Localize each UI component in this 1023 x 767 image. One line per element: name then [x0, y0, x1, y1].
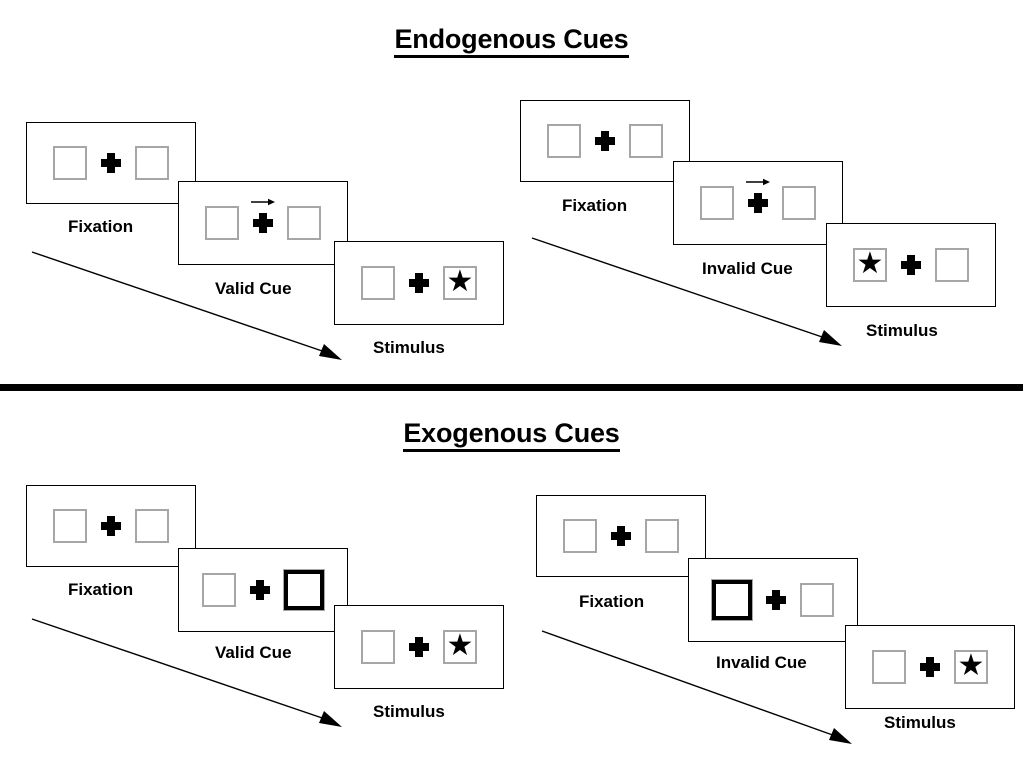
right-arrow-icon	[746, 178, 770, 186]
right-placeholder-box-target: ★	[954, 650, 988, 684]
panel-exogenous-valid-stimulus: ★	[334, 605, 504, 689]
section-title-exogenous-text: Exogenous Cues	[403, 418, 620, 452]
step-label-endogenous-invalid-stimulus: Stimulus	[866, 321, 938, 340]
plus-icon	[920, 657, 940, 677]
stimulus-display	[53, 146, 169, 180]
right-placeholder-box-target: ★	[443, 266, 477, 300]
stimulus-display	[202, 569, 325, 611]
right-arrow-icon	[251, 198, 275, 206]
left-placeholder-box	[700, 186, 734, 220]
plus-icon	[595, 131, 615, 151]
timeline-arrow-icon-exogenous-invalid	[541, 630, 852, 744]
stimulus-display	[53, 509, 169, 543]
plus-icon	[611, 526, 631, 546]
panel-endogenous-valid-fixation	[26, 122, 196, 204]
left-placeholder-box	[202, 573, 236, 607]
panel-endogenous-invalid-cue	[673, 161, 843, 245]
left-placeholder-box	[361, 266, 395, 300]
step-label-endogenous-valid-fixation: Fixation	[68, 217, 134, 236]
panel-endogenous-invalid-stimulus: ★	[826, 223, 996, 307]
stimulus-display: ★	[361, 266, 477, 300]
plus-icon	[409, 273, 429, 293]
left-placeholder-box-target: ★	[853, 248, 887, 282]
right-placeholder-box	[800, 583, 834, 617]
right-placeholder-box	[629, 124, 663, 158]
stimulus-display: ★	[361, 630, 477, 664]
left-placeholder-box	[361, 630, 395, 664]
stimulus-display	[547, 124, 663, 158]
stimulus-display	[205, 198, 321, 240]
right-placeholder-box	[645, 519, 679, 553]
step-label-exogenous-valid-fixation: Fixation	[68, 580, 134, 599]
left-placeholder-box	[872, 650, 906, 684]
star-icon: ★	[446, 265, 474, 298]
right-placeholder-box	[135, 146, 169, 180]
plus-icon	[409, 637, 429, 657]
left-placeholder-box	[547, 124, 581, 158]
left-placeholder-box-cued	[711, 579, 753, 621]
left-placeholder-box	[563, 519, 597, 553]
panel-exogenous-valid-fixation	[26, 485, 196, 567]
right-placeholder-box-target: ★	[443, 630, 477, 664]
section-divider	[0, 384, 1023, 391]
right-placeholder-box	[135, 509, 169, 543]
step-label-exogenous-invalid-stimulus: Stimulus	[884, 713, 956, 732]
section-title-exogenous: Exogenous Cues	[0, 418, 1023, 452]
stimulus-display	[563, 519, 679, 553]
plus-icon	[766, 590, 786, 610]
section-title-endogenous: Endogenous Cues	[0, 24, 1023, 58]
star-icon: ★	[856, 247, 884, 280]
star-icon: ★	[446, 629, 474, 662]
panel-exogenous-invalid-fixation	[536, 495, 706, 577]
plus-icon	[250, 580, 270, 600]
section-title-endogenous-text: Endogenous Cues	[394, 24, 629, 58]
step-label-endogenous-valid-cue: Valid Cue	[215, 279, 292, 298]
step-label-endogenous-valid-stimulus: Stimulus	[373, 338, 445, 357]
plus-icon	[746, 178, 770, 213]
stimulus-display: ★	[853, 248, 969, 282]
panel-endogenous-valid-stimulus: ★	[334, 241, 504, 325]
step-label-exogenous-invalid-cue: Invalid Cue	[716, 653, 807, 672]
stimulus-display	[711, 579, 834, 621]
right-placeholder-box	[935, 248, 969, 282]
right-placeholder-box-cued	[283, 569, 325, 611]
step-label-exogenous-valid-cue: Valid Cue	[215, 643, 292, 662]
plus-icon	[901, 255, 921, 275]
left-placeholder-box	[53, 509, 87, 543]
right-placeholder-box	[287, 206, 321, 240]
timeline-arrow-icon-endogenous-invalid	[531, 237, 842, 346]
panel-exogenous-invalid-cue	[688, 558, 858, 642]
plus-icon	[251, 198, 275, 233]
panel-endogenous-valid-cue	[178, 181, 348, 265]
panel-endogenous-invalid-fixation	[520, 100, 690, 182]
step-label-exogenous-valid-stimulus: Stimulus	[373, 702, 445, 721]
panel-exogenous-invalid-stimulus: ★	[845, 625, 1015, 709]
star-icon: ★	[957, 649, 985, 682]
stimulus-display: ★	[872, 650, 988, 684]
left-placeholder-box	[205, 206, 239, 240]
step-label-exogenous-invalid-fixation: Fixation	[579, 592, 645, 611]
stimulus-display	[700, 178, 816, 220]
step-label-endogenous-invalid-cue: Invalid Cue	[702, 259, 793, 278]
panel-exogenous-valid-cue	[178, 548, 348, 632]
right-placeholder-box	[782, 186, 816, 220]
left-placeholder-box	[53, 146, 87, 180]
plus-icon	[101, 153, 121, 173]
plus-icon	[101, 516, 121, 536]
step-label-endogenous-invalid-fixation: Fixation	[562, 196, 628, 215]
